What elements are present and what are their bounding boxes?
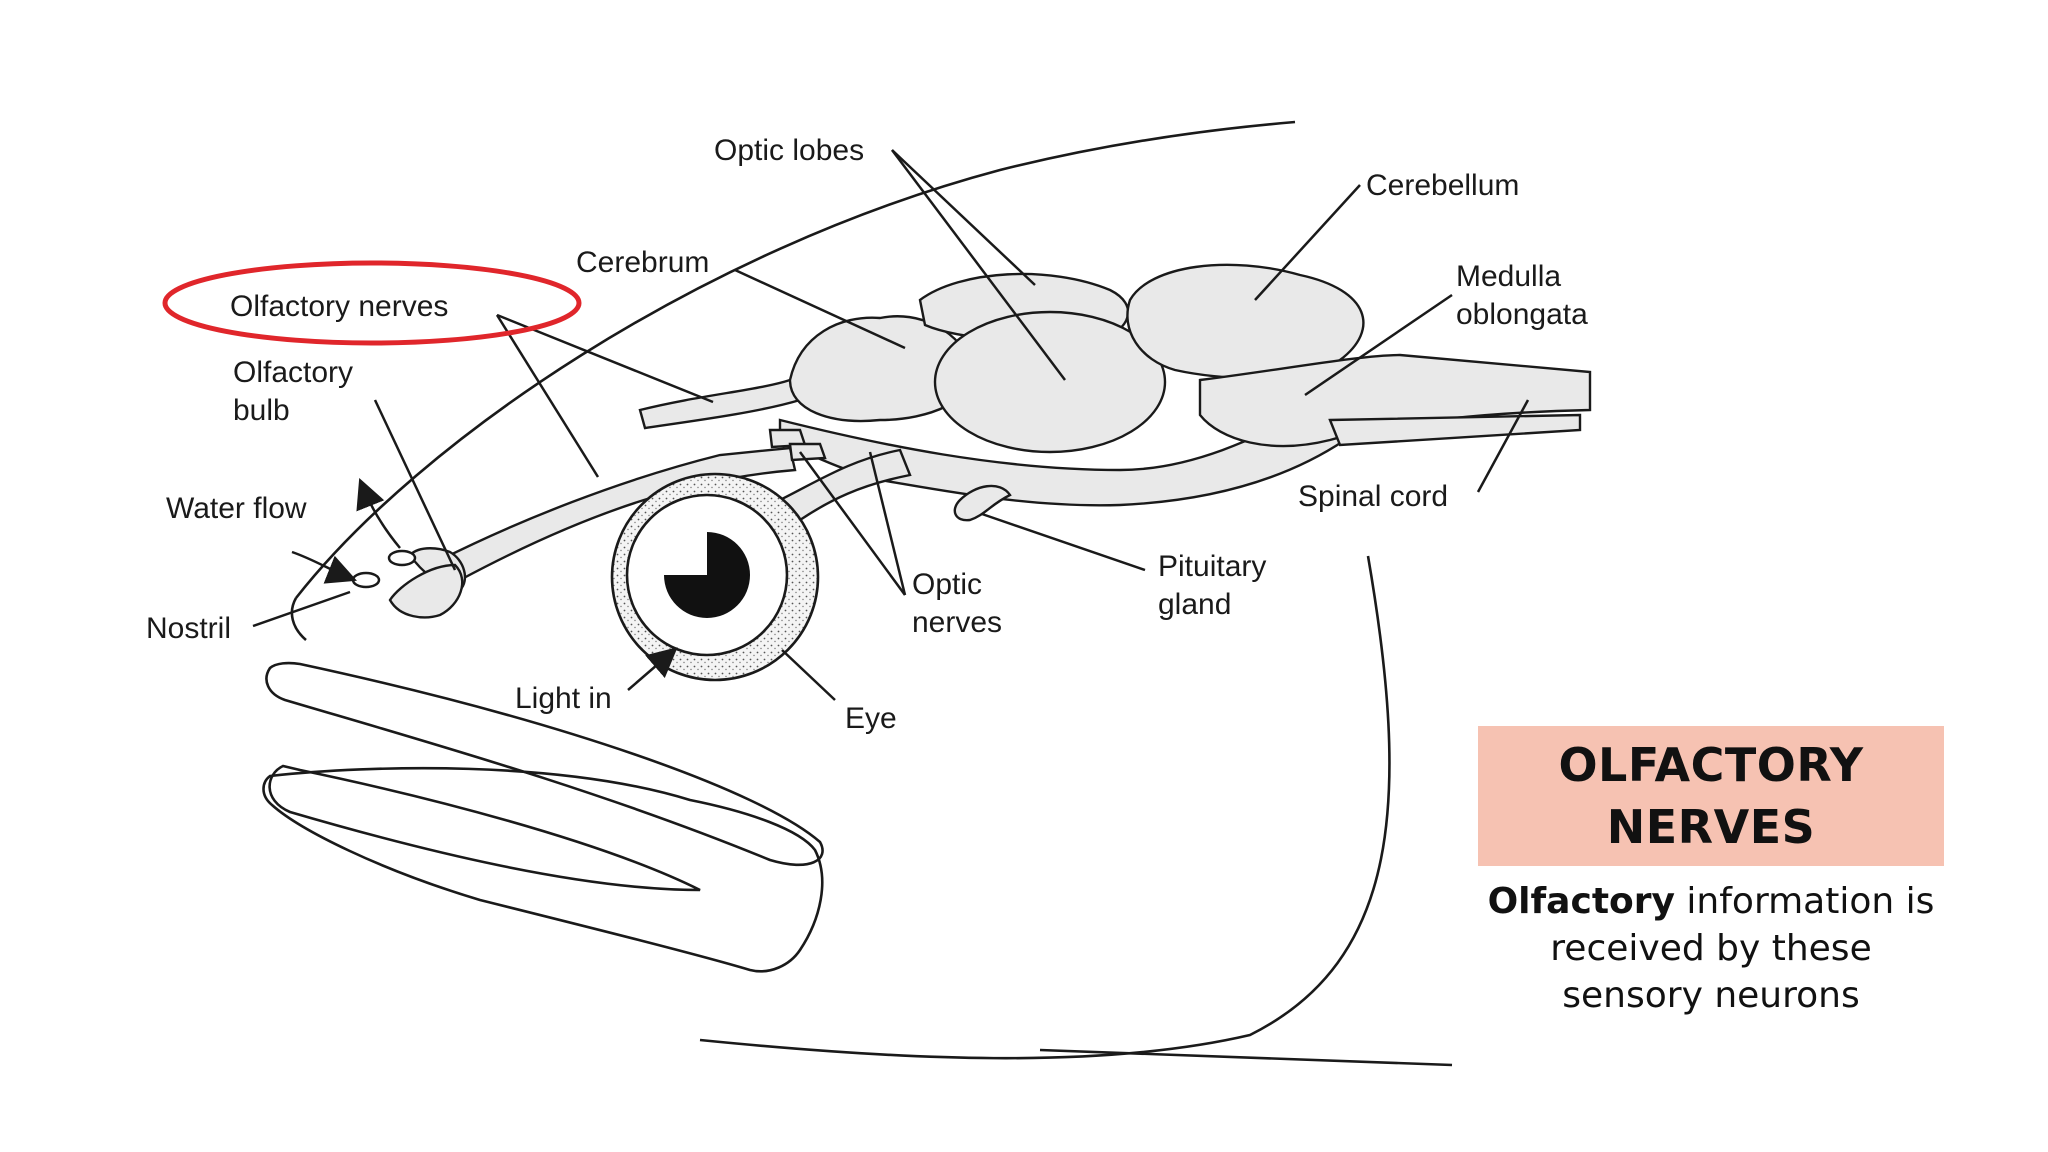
labels: Optic lobes Cerebellum Cerebrum Olfactor…	[146, 134, 1588, 735]
label-optic-lobes: Optic lobes	[714, 134, 864, 167]
pituitary-shape	[953, 484, 1012, 522]
label-cerebrum: Cerebrum	[576, 246, 709, 279]
info-title-line2: NERVES	[1606, 800, 1816, 854]
label-medulla: Medulla	[1456, 260, 1561, 293]
label-optic: Optic	[912, 568, 982, 601]
optic-lobes-shape	[933, 310, 1167, 454]
info-title-box: OLFACTORY NERVES	[1478, 726, 1944, 866]
info-description: Olfactory information is received by the…	[1478, 878, 1944, 1019]
label-oblongata: oblongata	[1456, 298, 1588, 331]
label-gland: gland	[1158, 588, 1231, 621]
label-nostril: Nostril	[146, 612, 231, 645]
fish-head-outline	[290, 120, 1453, 1067]
brain	[638, 263, 1592, 522]
info-desc-rest: information is received by these sensory…	[1550, 881, 1935, 1016]
nostrils	[351, 549, 417, 589]
info-desc-bold: Olfactory	[1487, 881, 1675, 922]
label-eye: Eye	[845, 702, 897, 735]
label-cerebellum: Cerebellum	[1366, 169, 1519, 202]
label-water-flow: Water flow	[166, 492, 307, 525]
spinal-cord-shape	[1328, 413, 1582, 447]
label-light-in: Light in	[515, 682, 612, 715]
label-pituitary: Pituitary	[1158, 550, 1266, 583]
label-olfactory-bulb-1: Olfactory	[233, 356, 353, 389]
info-title-line1: OLFACTORY	[1558, 738, 1864, 792]
label-olfactory-bulb-2: bulb	[233, 394, 290, 427]
highlight-ellipse	[162, 260, 582, 346]
label-olfactory-nerves: Olfactory nerves	[230, 290, 448, 323]
eye	[610, 472, 820, 682]
optic-nerve-shape	[777, 448, 912, 522]
label-spinal-cord: Spinal cord	[1298, 480, 1448, 513]
fish-jaw	[262, 661, 824, 973]
label-nerves: nerves	[912, 606, 1002, 639]
